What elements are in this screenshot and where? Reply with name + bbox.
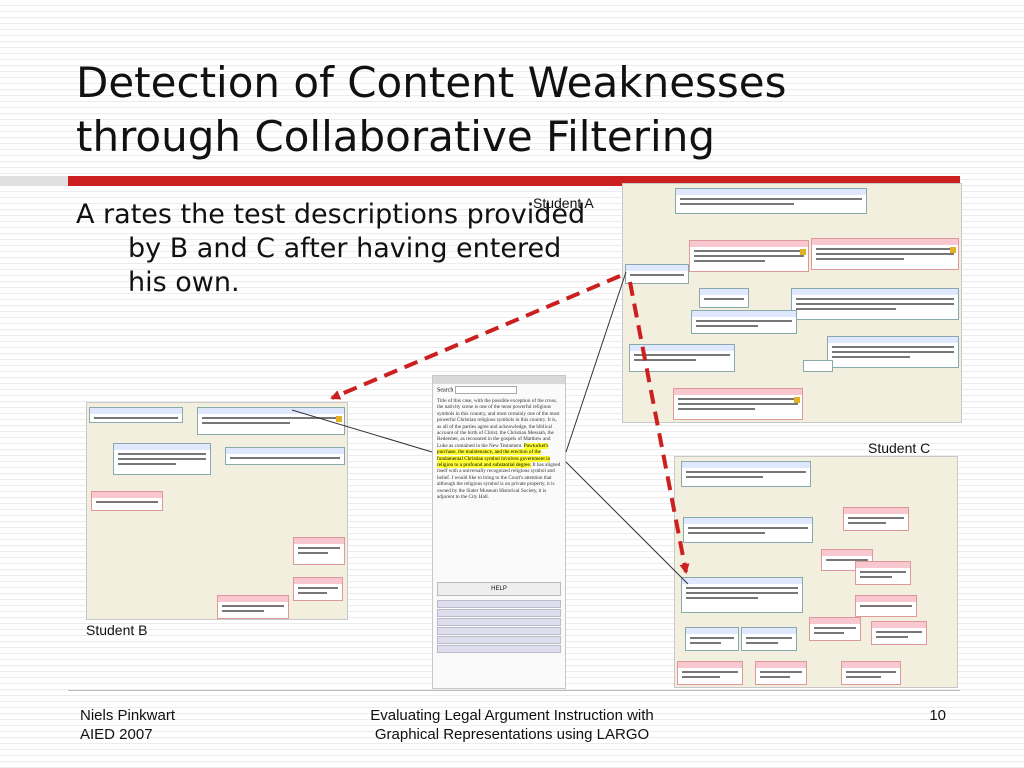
graph-box: [293, 577, 343, 601]
graph-box: [681, 461, 811, 487]
relation-list: [433, 600, 565, 653]
connector-line: [565, 271, 627, 453]
graph-box: [855, 595, 917, 617]
graph-box: [827, 336, 959, 368]
graph-box: [683, 517, 813, 543]
graph-box: [629, 344, 735, 372]
graph-box: [689, 240, 809, 272]
graph-box: [675, 188, 867, 214]
footer-title-1: Evaluating Legal Argument Instruction wi…: [370, 707, 654, 724]
graph-box: [681, 577, 803, 613]
title-line-1: Detection of Content Weaknesses: [76, 58, 787, 107]
arrow-to-student-b: [330, 274, 621, 400]
connector-line: [565, 461, 689, 585]
case-text-before: Title of this case, with the possible ex…: [437, 398, 560, 449]
graph-box: [841, 661, 901, 685]
footer-author: Niels Pinkwart: [80, 707, 176, 724]
graph-box: [197, 407, 345, 435]
graph-box: [809, 617, 861, 641]
graph-box: [699, 288, 749, 308]
graph-box: [225, 447, 345, 465]
graph-box: [811, 238, 959, 270]
graph-box: [855, 561, 911, 585]
footer-divider: [68, 690, 960, 691]
graph-box: [741, 627, 797, 651]
panel-header: [433, 376, 565, 384]
search-label: Search: [437, 387, 454, 394]
bullet-point: A rates the test descriptions provided b…: [76, 199, 586, 298]
case-text: Title of this case, with the possible ex…: [437, 398, 561, 578]
graph-box: [871, 621, 927, 645]
graph-box: [755, 661, 807, 685]
title-line-2: through Collaborative Filtering: [76, 112, 715, 161]
search-row: Search: [433, 384, 565, 396]
graph-box: [625, 264, 689, 284]
connector-line: [291, 409, 433, 453]
footer-center: Evaluating Legal Argument Instruction wi…: [300, 706, 724, 744]
graph-box: [843, 507, 909, 531]
case-text-panel: Search Title of this case, with the poss…: [432, 375, 566, 689]
label-student-a: Student A: [533, 195, 594, 211]
title-accent-bar: [0, 176, 960, 186]
help-button[interactable]: HELP: [437, 582, 561, 596]
arrow-to-student-c: [628, 281, 690, 574]
student-c-graph: [674, 456, 958, 688]
graph-box: [293, 537, 345, 565]
footer-venue: AIED 2007: [80, 726, 153, 743]
list-item[interactable]: [437, 600, 561, 608]
label-student-b: Student B: [86, 622, 148, 638]
graph-box: [791, 288, 959, 320]
footer-title-2: Graphical Representations using LARGO: [374, 726, 650, 743]
graph-box: [685, 627, 739, 651]
list-item[interactable]: [437, 609, 561, 617]
list-item[interactable]: [437, 636, 561, 644]
graph-box: [217, 595, 289, 619]
list-item[interactable]: [437, 627, 561, 635]
list-item[interactable]: [437, 618, 561, 626]
student-a-graph: [622, 183, 962, 423]
case-text-after: It has aligned itself with a universally…: [437, 462, 561, 501]
footer-left: Niels Pinkwart AIED 2007: [80, 706, 175, 744]
graph-box: [113, 443, 211, 475]
list-item[interactable]: [437, 645, 561, 653]
graph-box: [91, 491, 163, 511]
slide-title: Detection of Content Weaknesses through …: [76, 56, 976, 164]
label-student-c: Student C: [868, 440, 931, 456]
graph-box: [691, 310, 797, 334]
student-b-graph: [86, 402, 348, 620]
graph-box: [677, 661, 743, 685]
graph-node: [803, 360, 833, 372]
graph-box: [89, 407, 183, 423]
search-input[interactable]: [454, 386, 517, 394]
graph-box: [673, 388, 803, 420]
page-number: 10: [929, 707, 946, 724]
